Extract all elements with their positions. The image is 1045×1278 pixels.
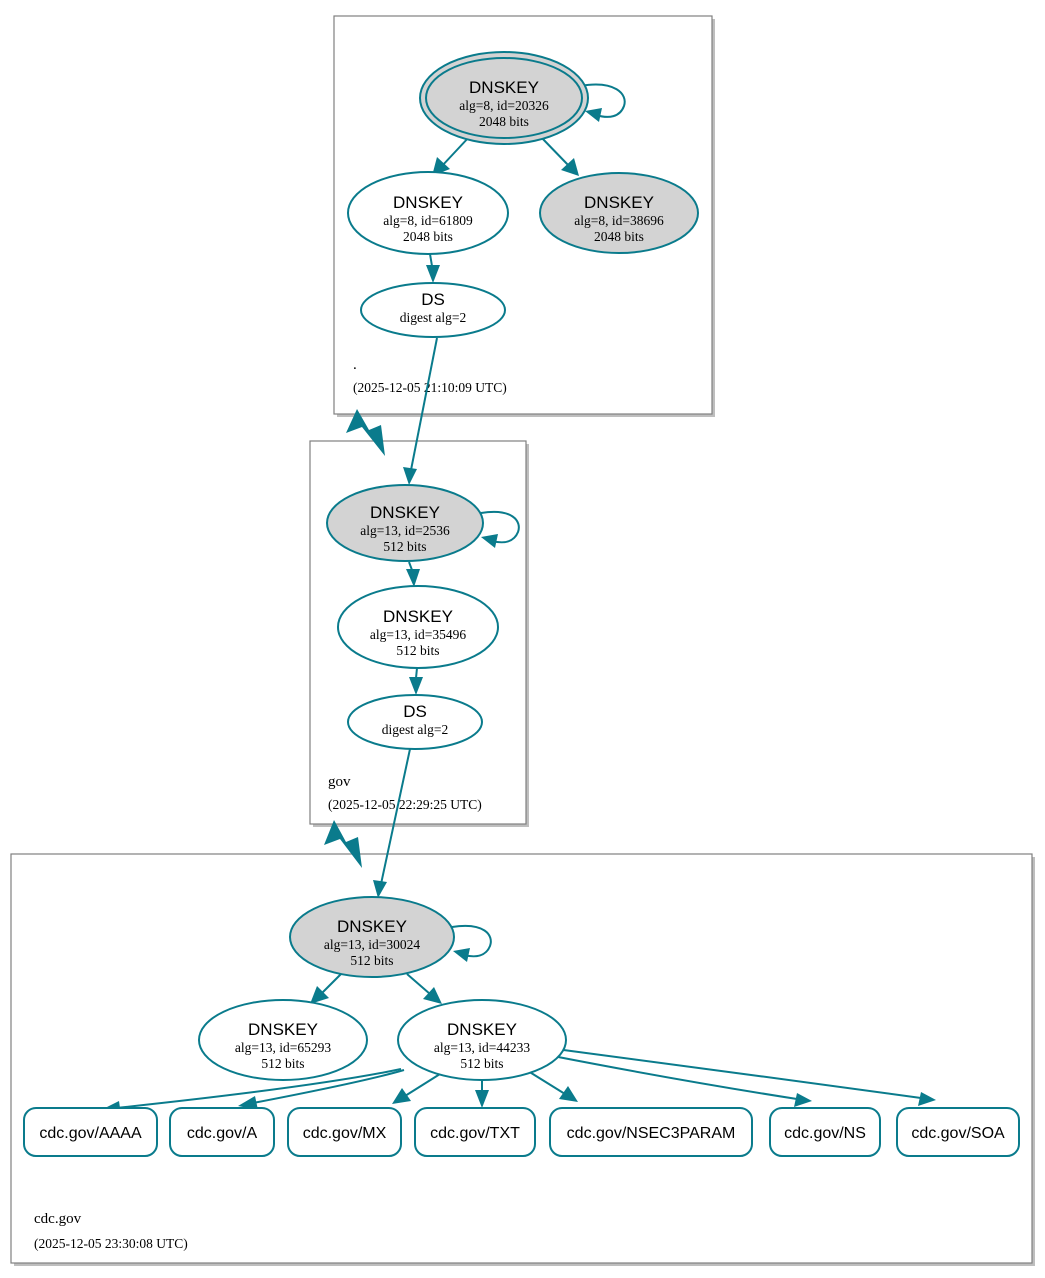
node-label-alg: alg=13, id=2536 <box>360 523 450 538</box>
rrset-label: cdc.gov/NSEC3PARAM <box>567 1125 736 1142</box>
zone-gov-label: gov <box>328 774 351 790</box>
rrset-box <box>23 1107 158 1157</box>
node-label-type: DNSKEY <box>447 1020 517 1039</box>
rrset-label: cdc.gov/AAAA <box>39 1125 142 1142</box>
node-label-alg: alg=13, id=65293 <box>235 1040 331 1055</box>
node-dnskey-gov-2536[interactable]: DNSKEY alg=13, id=2536 512 bits <box>326 484 484 562</box>
node-ellipse <box>347 171 509 255</box>
node-label-type: DNSKEY <box>584 193 654 212</box>
node-label-bits: 2048 bits <box>594 229 644 244</box>
node-label-type: DNSKEY <box>337 917 407 936</box>
node-dnskey-root-38696[interactable]: DNSKEY alg=8, id=38696 2048 bits <box>539 172 699 254</box>
rrset-box <box>414 1107 536 1157</box>
edge-44233-to-ns <box>552 1055 812 1107</box>
node-label-alg: alg=13, id=35496 <box>370 627 466 642</box>
node-dnskey-root-61809[interactable]: DNSKEY alg=8, id=61809 2048 bits <box>347 171 509 255</box>
rrset-box <box>287 1107 402 1157</box>
node-label-alg: alg=8, id=20326 <box>459 98 549 113</box>
node-ds-root-to-gov[interactable]: DS digest alg=2 <box>360 282 506 338</box>
rrset-cdc-gov-txt[interactable]: cdc.gov/TXT <box>414 1107 536 1157</box>
node-ellipse <box>360 282 506 338</box>
node-label-type: DNSKEY <box>393 193 463 212</box>
node-label-bits: 2048 bits <box>479 114 529 129</box>
rrset-cdc-gov-mx[interactable]: cdc.gov/MX <box>287 1107 402 1157</box>
rrset-cdc-gov-a[interactable]: cdc.gov/A <box>169 1107 275 1157</box>
edge-44233-to-txt <box>475 1081 489 1108</box>
zone-root-timestamp: (2025-12-05 21:10:09 UTC) <box>353 380 507 395</box>
rrset-label: cdc.gov/SOA <box>911 1125 1005 1142</box>
node-ds-gov-to-cdcgov[interactable]: DS digest alg=2 <box>347 694 483 750</box>
edge-cdc-ksk-to-65293 <box>310 973 342 1004</box>
node-label-bits: 512 bits <box>396 643 439 658</box>
node-label-type: DNSKEY <box>370 503 440 522</box>
node-label-digest: digest alg=2 <box>400 310 466 325</box>
node-dnskey-cdcgov-30024[interactable]: DNSKEY alg=13, id=30024 512 bits <box>289 896 455 978</box>
edge-root-61809-to-ds <box>426 253 440 283</box>
rrset-box <box>769 1107 881 1157</box>
node-label-alg: alg=13, id=30024 <box>324 937 420 952</box>
edge-cdc-ksk-self-loop <box>451 924 492 962</box>
node-label-type: DS <box>403 702 427 721</box>
edge-44233-to-a <box>238 1069 405 1110</box>
node-label-type: DNSKEY <box>383 607 453 626</box>
node-ellipse <box>289 896 455 978</box>
edge-gov-zsk-to-ds <box>409 667 423 695</box>
edge-root-ksk-self-loop <box>579 83 626 122</box>
rrset-box <box>549 1107 753 1157</box>
node-label-alg: alg=8, id=61809 <box>383 213 473 228</box>
rrset-cdc-gov-ns[interactable]: cdc.gov/NS <box>769 1107 881 1157</box>
rrset-label: cdc.gov/TXT <box>430 1125 520 1142</box>
edge-44233-to-nsec3param <box>527 1070 578 1102</box>
node-ellipse <box>347 694 483 750</box>
zone-gov-timestamp: (2025-12-05 22:29:25 UTC) <box>328 797 482 812</box>
node-label-type: DNSKEY <box>469 78 539 97</box>
node-label-digest: digest alg=2 <box>382 722 448 737</box>
node-label-alg: alg=8, id=38696 <box>574 213 664 228</box>
edge-gov-ksk-self-loop <box>480 510 520 548</box>
node-ellipse <box>198 999 368 1081</box>
edge-cdc-ksk-to-44233 <box>406 973 442 1004</box>
rrset-label: cdc.gov/MX <box>303 1125 387 1142</box>
node-dnskey-gov-35496[interactable]: DNSKEY alg=13, id=35496 512 bits <box>337 585 499 669</box>
zone-cdcgov-label: cdc.gov <box>34 1211 82 1227</box>
rrset-cdc-gov-soa[interactable]: cdc.gov/SOA <box>896 1107 1020 1157</box>
node-label-bits: 512 bits <box>383 539 426 554</box>
node-dnskey-cdcgov-44233[interactable]: DNSKEY alg=13, id=44233 512 bits <box>397 999 567 1081</box>
rrset-box <box>169 1107 275 1157</box>
node-label-bits: 2048 bits <box>403 229 453 244</box>
rrset-label: cdc.gov/A <box>187 1125 258 1142</box>
edge-gov-ds-to-cdc-ksk <box>373 748 411 898</box>
delegation-arrow-gov-to-cdcgov <box>324 820 362 868</box>
edge-44233-to-soa <box>555 1048 936 1106</box>
delegation-arrow-root-to-gov <box>346 409 385 456</box>
node-ellipse <box>337 585 499 669</box>
node-label-bits: 512 bits <box>460 1056 503 1071</box>
node-ellipse <box>326 484 484 562</box>
zone-cdcgov-timestamp: (2025-12-05 23:30:08 UTC) <box>34 1236 188 1251</box>
rrset-cdc-gov-nsec3param[interactable]: cdc.gov/NSEC3PARAM <box>549 1107 753 1157</box>
edge-root-ds-to-gov-ksk <box>403 337 438 485</box>
rrset-label: cdc.gov/NS <box>784 1125 866 1142</box>
node-label-bits: 512 bits <box>350 953 393 968</box>
edge-44233-to-mx <box>392 1073 441 1104</box>
rrset-box <box>896 1107 1020 1157</box>
node-label-type: DNSKEY <box>248 1020 318 1039</box>
node-ellipse <box>425 57 583 139</box>
rrset-cdc-gov-aaaa[interactable]: cdc.gov/AAAA <box>23 1107 158 1157</box>
node-label-type: DS <box>421 290 445 309</box>
edge-gov-ksk-to-zsk <box>406 561 420 587</box>
edge-root-ksk-to-38696 <box>539 135 579 176</box>
zone-root-label: . <box>353 357 357 373</box>
node-label-alg: alg=13, id=44233 <box>434 1040 530 1055</box>
node-ellipse <box>539 172 699 254</box>
node-dnskey-root-20326[interactable]: DNSKEY alg=8, id=20326 2048 bits <box>419 51 589 145</box>
node-dnskey-cdcgov-65293[interactable]: DNSKEY alg=13, id=65293 512 bits <box>198 999 368 1081</box>
node-ellipse <box>397 999 567 1081</box>
node-label-bits: 512 bits <box>261 1056 304 1071</box>
